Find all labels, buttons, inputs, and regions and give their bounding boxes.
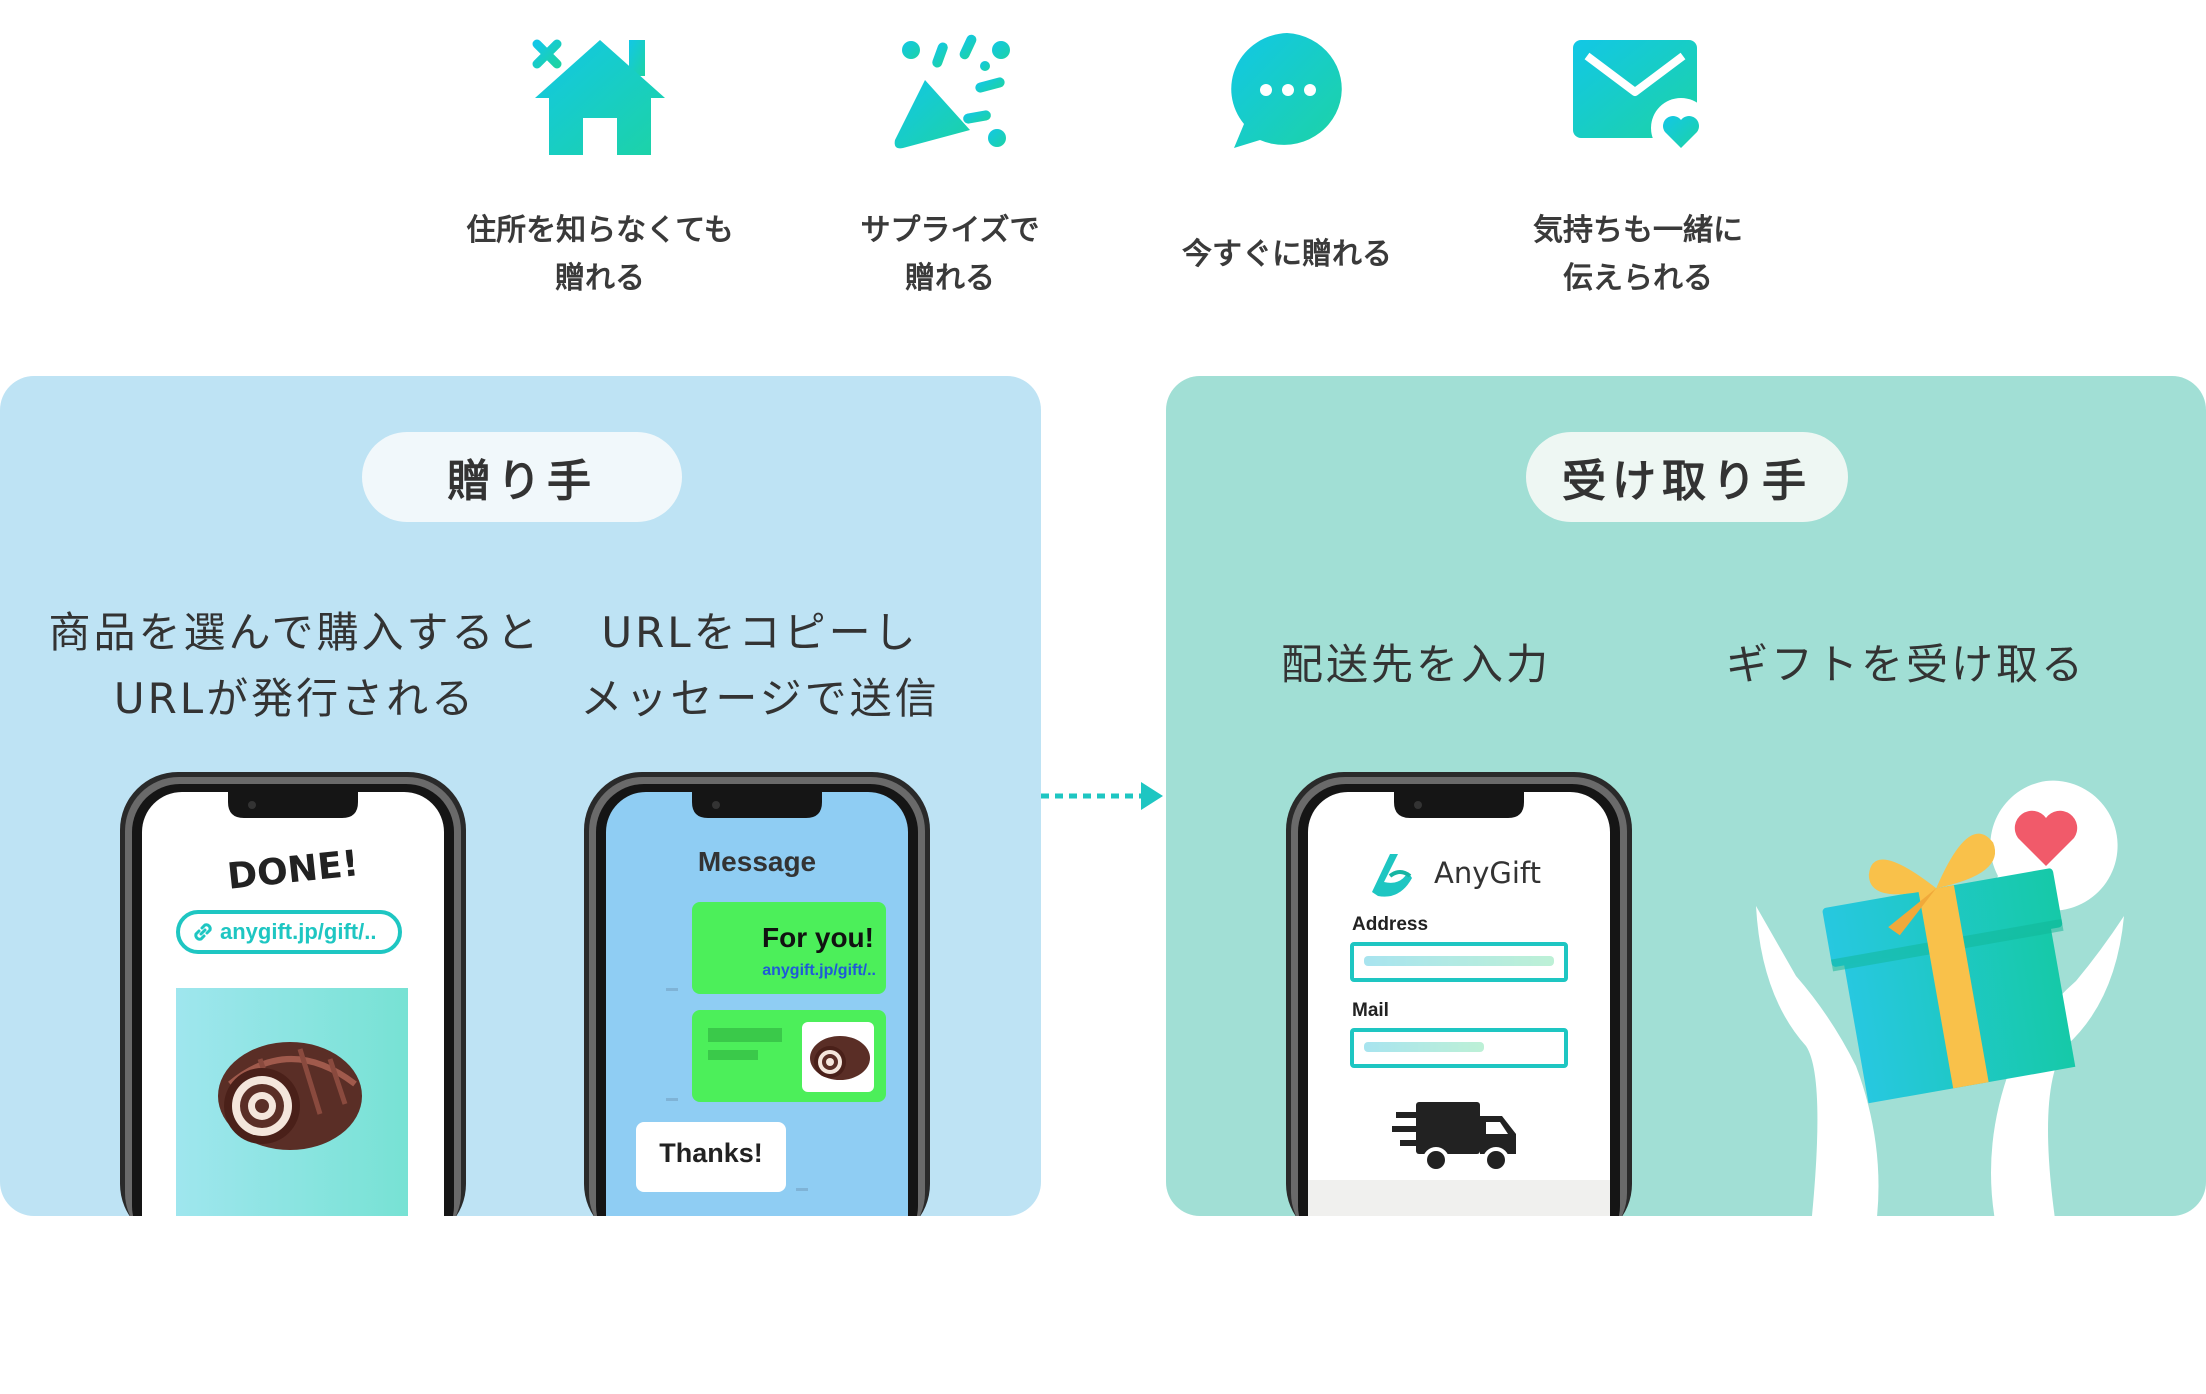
sender-panel: 贈り手 商品を選んで購入すると URLが発行される URLをコピーし メッセージ… <box>0 376 1041 1216</box>
receiver-title: 受け取り手 <box>1526 432 1848 522</box>
for-you-text: For you! <box>762 922 874 953</box>
brand-name: AnyGift <box>1434 856 1541 890</box>
delivery-truck-icon <box>1392 1102 1516 1173</box>
feature-message: 気持ちも一緒に 伝えられる <box>1478 20 1798 303</box>
feature-label: サプライズで 贈れる <box>860 213 1040 296</box>
receiver-step2-caption: ギフトを受け取る <box>1725 640 2086 689</box>
flow-arrow-icon <box>1041 782 1163 810</box>
mail-label: Mail <box>1352 1000 1389 1021</box>
feature-instant: 今すぐに贈れる <box>1127 20 1447 279</box>
gift-url-chip[interactable]: anygift.jp/gift/.. <box>176 910 402 954</box>
message-url-link[interactable]: anygift.jp/gift/.. <box>762 962 876 979</box>
address-label: Address <box>1352 914 1429 935</box>
gift-receiving-illustration <box>1756 780 2124 1216</box>
feature-address-free: 住所を知らなくても 贈れる <box>440 20 760 303</box>
phone-address-form: AnyGift Address Mail <box>1286 772 1632 1216</box>
anygift-logo-icon <box>1372 854 1412 897</box>
gift-url-text: anygift.jp/gift/.. <box>220 919 377 944</box>
party-popper-icon <box>894 34 1010 149</box>
thanks-text: Thanks! <box>659 1138 763 1168</box>
phone-message: Message For you! anygift.jp/gift/.. Than… <box>584 772 930 1216</box>
mail-input[interactable] <box>1350 1028 1568 1068</box>
sender-step2-caption: URLをコピーし メッセージで送信 <box>580 608 940 723</box>
mail-heart-icon <box>1573 40 1711 158</box>
link-icon <box>194 923 212 941</box>
gift-box-icon <box>1756 833 2124 1216</box>
cake-roll-thumbnail <box>810 1036 870 1080</box>
message-title: Message <box>697 846 817 877</box>
receiver-step1-caption: 配送先を入力 <box>1280 640 1551 689</box>
house-icon <box>532 39 665 155</box>
chat-bubble-icon <box>1231 33 1342 148</box>
feature-label: 気持ちも一緒に 伝えられる <box>1533 213 1743 296</box>
feature-surprise: サプライズで 贈れる <box>790 20 1110 303</box>
phone-done: DONE! anygift.jp/gift/.. <box>120 772 466 1216</box>
cake-roll-image <box>218 1042 362 1150</box>
address-input[interactable] <box>1350 942 1568 982</box>
feature-label: 今すぐに贈れる <box>1182 237 1392 272</box>
receiver-panel: 受け取り手 配送先を入力 ギフトを受け取る AnyGift Address Ma… <box>1166 376 2206 1216</box>
sender-title: 贈り手 <box>362 432 682 522</box>
sender-step1-caption: 商品を選んで購入すると URLが発行される <box>48 608 542 723</box>
feature-label: 住所を知らなくても 贈れる <box>466 213 734 296</box>
